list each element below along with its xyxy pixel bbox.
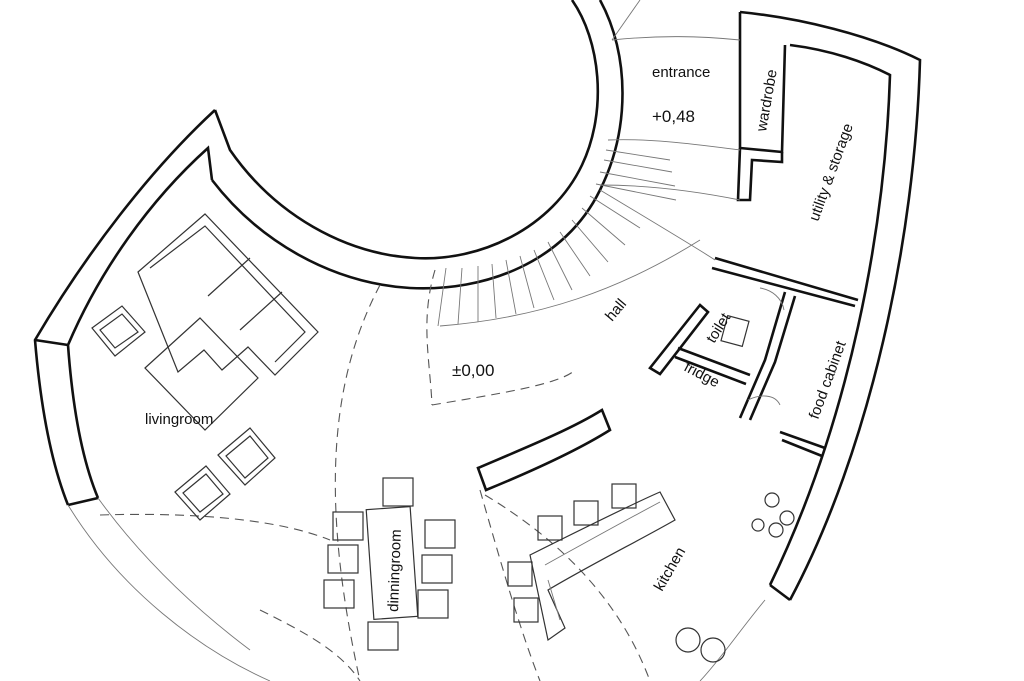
living-outer-wall <box>33 109 216 506</box>
living-furniture <box>91 213 319 521</box>
fridge-partition <box>674 346 751 386</box>
kitchen-island <box>529 491 676 642</box>
toilet-fixtures <box>720 287 785 406</box>
armchair-2 <box>217 427 276 486</box>
east-wall-cap <box>769 583 791 602</box>
living-wall-cap <box>34 338 69 347</box>
stool <box>573 500 599 526</box>
label-hall-level: ±0,00 <box>452 361 494 380</box>
stool <box>611 483 637 509</box>
sofa <box>137 213 319 376</box>
east-outer-wall <box>739 10 922 601</box>
label-utility: utility & storage <box>806 121 857 223</box>
label-wardrobe: wardrobe <box>753 68 781 134</box>
food-cabinet-wall <box>779 430 826 458</box>
living-wall-end <box>67 496 99 507</box>
dining-furniture <box>323 477 456 651</box>
chair <box>327 544 359 574</box>
stool <box>537 515 563 541</box>
label-toilet: toilet <box>703 310 735 347</box>
floor-arcs <box>67 497 766 681</box>
zone-lines <box>99 269 651 681</box>
label-entrance: entrance <box>652 64 710 81</box>
kitchen-counter-wall <box>476 408 612 492</box>
staircase <box>437 0 741 327</box>
chair <box>367 621 399 651</box>
toilet-wall-west <box>648 303 710 376</box>
toilet-bowl <box>720 314 750 348</box>
courtyard-wall-inner <box>213 0 600 260</box>
utility-partition <box>711 256 859 308</box>
appliance <box>751 518 765 532</box>
kitchen-furniture <box>507 483 795 663</box>
label-food-cabinet: food cabinet <box>806 338 850 421</box>
door-swing <box>747 395 781 406</box>
stool <box>507 561 533 587</box>
chair <box>421 554 453 584</box>
label-dinningroom: dinningroom <box>385 529 405 612</box>
chair <box>332 511 364 541</box>
east-inner-wall <box>768 43 892 586</box>
sink <box>675 627 701 653</box>
chair <box>424 519 456 549</box>
sink <box>700 637 726 663</box>
label-entrance-level: +0,48 <box>652 107 695 126</box>
toilet-east-wall <box>738 291 797 421</box>
chair <box>323 579 355 609</box>
appliance <box>764 492 780 508</box>
chair <box>382 477 414 507</box>
appliance <box>768 522 784 538</box>
wardrobe-wall <box>738 12 787 154</box>
courtyard-wall-outer <box>210 0 624 290</box>
armchair-3 <box>174 465 231 521</box>
living-inner-wall <box>66 145 214 499</box>
dining-table <box>365 505 419 621</box>
wardrobe-lower <box>736 147 784 202</box>
chair <box>417 589 449 619</box>
label-kitchen: kitchen <box>651 544 689 594</box>
armchair-1 <box>91 305 146 357</box>
exterior-walls <box>33 0 922 602</box>
label-hall: hall <box>602 296 630 325</box>
label-livingroom: livingroom <box>145 411 213 428</box>
door-swing <box>759 287 785 311</box>
stool <box>513 597 539 623</box>
room-labels: entrance +0,48 wardrobe utility & storag… <box>145 64 857 612</box>
coffee-table <box>144 317 259 431</box>
appliance <box>779 510 795 526</box>
